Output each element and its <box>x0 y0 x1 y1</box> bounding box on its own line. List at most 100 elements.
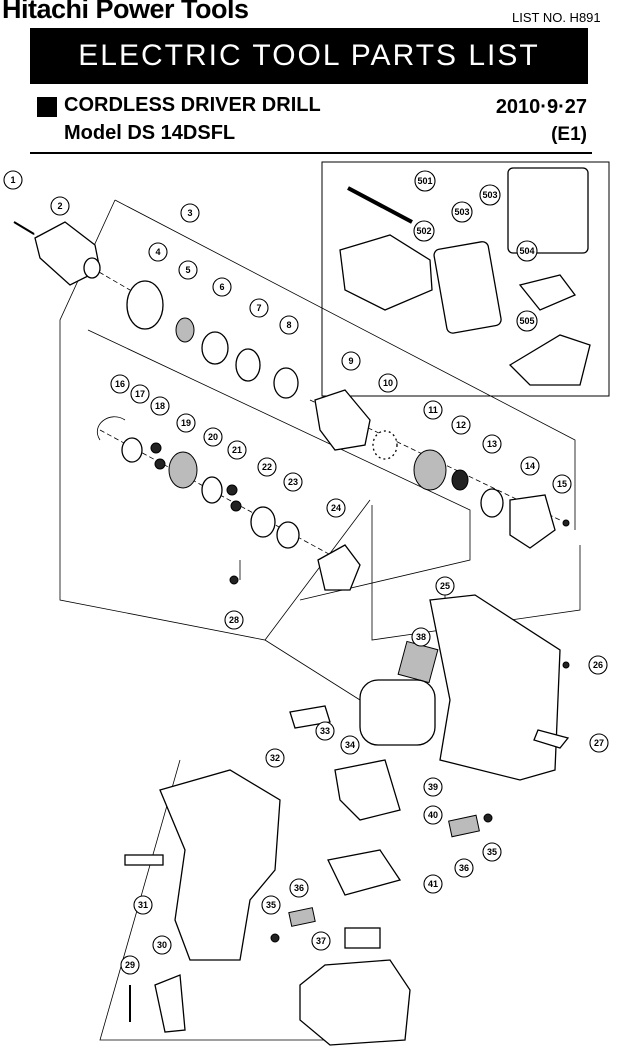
callout-32: 32 <box>265 748 285 768</box>
svg-text:2: 2 <box>57 201 62 211</box>
callout-19: 19 <box>176 413 196 433</box>
callout-25: 25 <box>435 576 455 596</box>
callout-15: 15 <box>552 474 572 494</box>
part-ring-4 <box>126 280 164 330</box>
part-label-27 <box>533 729 570 749</box>
svg-text:37: 37 <box>316 936 326 946</box>
svg-text:6: 6 <box>219 282 224 292</box>
svg-text:501: 501 <box>417 176 432 186</box>
svg-text:30: 30 <box>157 940 167 950</box>
callout-8: 8 <box>279 315 299 335</box>
part-label-31 <box>124 854 164 866</box>
svg-text:9: 9 <box>348 356 353 366</box>
part-carrier-17 <box>121 437 143 463</box>
svg-text:504: 504 <box>519 246 534 256</box>
svg-text:18: 18 <box>155 401 165 411</box>
part-spindle-9 <box>314 389 371 451</box>
part-screw-26 <box>562 661 570 669</box>
part-housing-right-25 <box>429 594 561 781</box>
callout-3: 3 <box>180 203 200 223</box>
part-washer-8 <box>273 367 299 399</box>
callout-39: 39 <box>423 777 443 797</box>
part-board-41 <box>327 849 402 896</box>
brand-title: Hitachi Power Tools <box>2 0 249 24</box>
list-date: 2010·9·27 <box>495 96 587 118</box>
svg-text:17: 17 <box>135 389 145 399</box>
title-square-marker <box>37 97 57 117</box>
callout-5: 5 <box>178 260 198 280</box>
svg-text:35: 35 <box>487 847 497 857</box>
part-case-503 <box>433 241 502 334</box>
callout-34: 34 <box>340 735 360 755</box>
part-plate-24 <box>317 544 361 591</box>
callout-31: 31 <box>133 895 153 915</box>
callout-7: 7 <box>249 298 269 318</box>
part-ring-5 <box>175 317 195 343</box>
svg-text:36: 36 <box>294 883 304 893</box>
callout-40: 40 <box>423 805 443 825</box>
svg-text:15: 15 <box>557 479 567 489</box>
svg-text:11: 11 <box>428 405 438 415</box>
part-case-14 <box>509 494 556 549</box>
part-ring-gear-11 <box>413 449 447 491</box>
svg-text:38: 38 <box>416 632 426 642</box>
part-pad-36b <box>288 907 316 927</box>
part-housing-left <box>159 769 281 961</box>
part-charger-502 <box>339 234 433 311</box>
callout-21: 21 <box>227 440 247 460</box>
model-name: Model DS 14DSFL <box>64 122 236 144</box>
callout-33: 33 <box>315 721 335 741</box>
svg-text:7: 7 <box>256 303 261 313</box>
callout-26: 26 <box>588 655 608 675</box>
part-motor-33 <box>359 679 436 746</box>
svg-text:39: 39 <box>428 782 438 792</box>
svg-text:502: 502 <box>416 226 431 236</box>
callout-35b: 35 <box>482 842 502 862</box>
svg-text:26: 26 <box>593 660 603 670</box>
svg-text:4: 4 <box>155 247 160 257</box>
svg-text:28: 28 <box>229 615 239 625</box>
callout-30: 30 <box>152 935 172 955</box>
callout-11: 11 <box>423 400 443 420</box>
part-nut-35b <box>270 933 280 943</box>
callout-41: 41 <box>423 874 443 894</box>
svg-text:34: 34 <box>345 740 355 750</box>
callout-22: 22 <box>257 457 277 477</box>
part-washer-13 <box>480 488 504 518</box>
header-rule <box>30 152 592 154</box>
callout-10: 10 <box>378 373 398 393</box>
accessory-box <box>321 161 610 397</box>
part-pad-36a <box>448 814 480 838</box>
svg-text:25: 25 <box>440 581 450 591</box>
callout-505: 505 <box>516 310 538 332</box>
svg-text:12: 12 <box>456 420 466 430</box>
part-nut-28 <box>229 575 239 585</box>
callout-9: 9 <box>341 351 361 371</box>
svg-text:31: 31 <box>138 900 148 910</box>
svg-text:3: 3 <box>187 208 192 218</box>
part-washer-23 <box>276 521 300 549</box>
svg-text:33: 33 <box>320 726 330 736</box>
callout-6: 6 <box>212 277 232 297</box>
motor-leader <box>264 639 361 701</box>
callout-36b: 36 <box>454 858 474 878</box>
part-switch-40 <box>334 759 401 821</box>
part-case-503b <box>507 167 589 254</box>
callout-37: 37 <box>311 931 331 951</box>
part-lever-32 <box>289 705 331 729</box>
part-hook-30 <box>154 974 186 1033</box>
tool-title: CORDLESS DRIVER DRILL <box>64 94 321 116</box>
callout-4: 4 <box>148 242 168 262</box>
svg-text:503: 503 <box>454 207 469 217</box>
callout-13: 13 <box>482 434 502 454</box>
callout-23: 23 <box>283 472 303 492</box>
part-chuck-nose <box>83 257 101 279</box>
svg-text:40: 40 <box>428 810 438 820</box>
svg-text:21: 21 <box>232 445 242 455</box>
svg-text:24: 24 <box>331 503 341 513</box>
callout-504: 504 <box>516 240 538 262</box>
part-gear-18b <box>154 458 166 470</box>
callout-503a: 503 <box>451 201 473 223</box>
gear-frame-mid <box>87 329 471 601</box>
part-clip-16 <box>97 416 126 441</box>
